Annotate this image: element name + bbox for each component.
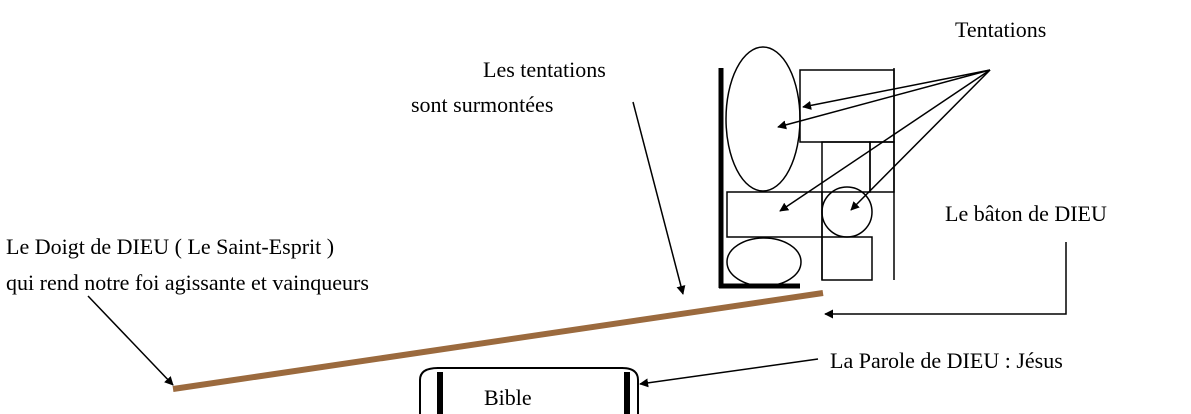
temptation-circle — [821, 186, 873, 238]
temptation-bottom-ellipse — [726, 237, 802, 287]
surmontees-label-line1: Les tentations — [483, 57, 606, 82]
tentations-arrow-4 — [850, 69, 991, 211]
doigt-label-line2: qui rend notre foi agissante et vainqueu… — [6, 270, 369, 295]
baton-connector — [824, 242, 1067, 319]
temptation-narrow-rect — [869, 141, 895, 193]
temptation-container — [718, 46, 895, 289]
surmontees-arrow — [632, 101, 686, 295]
tentations-arrow-2 — [777, 69, 991, 130]
parole-arrow — [639, 358, 819, 388]
tentations-arrow-1 — [802, 69, 991, 110]
doigt-label-line1: Le Doigt de DIEU ( Le Saint-Esprit ) — [6, 234, 335, 259]
bible-left-outer-curve — [419, 367, 439, 414]
tentations-arrow-3 — [779, 69, 991, 212]
bible-shape — [419, 367, 639, 414]
temptation-large-ellipse — [725, 46, 801, 192]
temptation-left-rect — [726, 191, 823, 238]
temptation-top-rect — [799, 69, 895, 143]
doigt-arrow — [87, 295, 174, 386]
tentations-label: Tentations — [955, 17, 1047, 42]
bible-label: Bible — [484, 385, 532, 410]
temptation-bottom-rect — [821, 236, 873, 281]
bible-right-outer-curve — [621, 367, 639, 414]
baton-label: Le bâton de DIEU — [945, 201, 1107, 226]
staff-line — [172, 290, 824, 392]
surmontees-label-line2: sont surmontées — [411, 92, 554, 117]
parole-label: La Parole de DIEU : Jésus — [830, 348, 1063, 373]
